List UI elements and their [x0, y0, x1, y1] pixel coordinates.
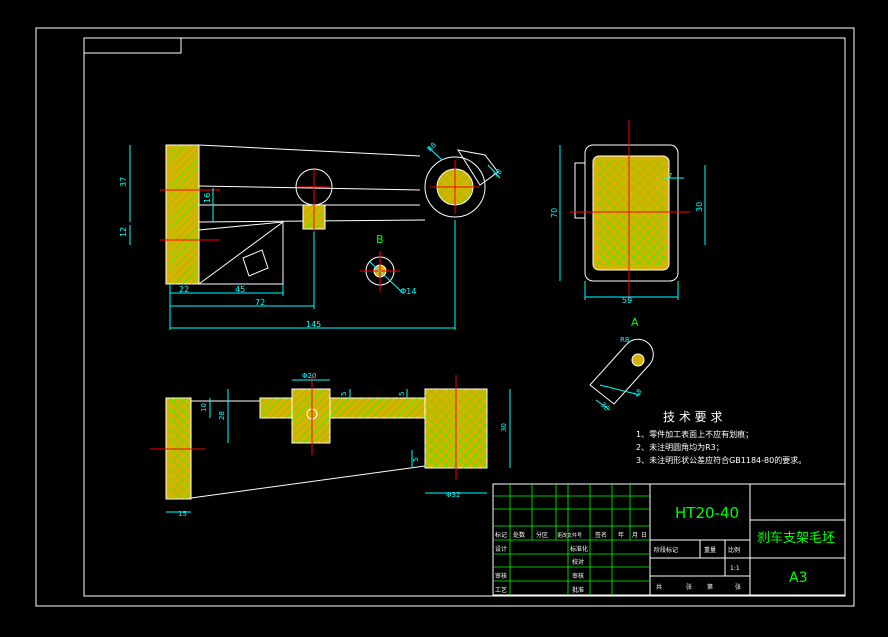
- side-view: [559, 120, 706, 300]
- dim-phi14: Φ14: [400, 287, 416, 296]
- title-block: [492, 483, 846, 596]
- tb-weight: 重量: [704, 546, 716, 554]
- dim-12: 12: [119, 227, 128, 237]
- dim-18-a: 18: [632, 387, 644, 399]
- tb-month: 月: [632, 532, 638, 539]
- dim-15: 15: [178, 510, 187, 518]
- dim-16: 16: [203, 193, 212, 203]
- tb-design: 设计: [495, 545, 507, 553]
- dim-18: 18: [492, 167, 504, 179]
- dim-45: 45: [235, 285, 245, 294]
- tech-title: 技 术 要 求: [663, 410, 722, 424]
- dim-30-front: 30: [500, 423, 508, 432]
- dim-22: 22: [179, 285, 189, 294]
- dim-70: 70: [550, 208, 559, 218]
- part-name: 刹车支架毛坯: [757, 530, 835, 546]
- tb-zone: 分区: [536, 531, 548, 539]
- tech-req-1: 1、零件加工表面上不应有划痕；: [636, 429, 753, 439]
- tb-standard: 标准化: [570, 545, 588, 553]
- tech-req-3: 3、未注明形状公差应符合GB1184-80的要求。: [636, 455, 806, 465]
- tb-mark: 标记: [495, 531, 507, 539]
- view-a-label: A: [631, 316, 639, 329]
- dim-72: 72: [255, 298, 265, 307]
- dim-145: 145: [306, 320, 321, 329]
- dim-5-c: 5: [412, 458, 420, 462]
- outer-border: [35, 27, 855, 607]
- dim-5-a: 5: [340, 392, 348, 396]
- dim-7: 7: [668, 172, 672, 180]
- tb-sign: 签名: [595, 531, 607, 539]
- tb-count: 处数: [513, 531, 525, 539]
- dim-r8-top: R8: [426, 141, 438, 153]
- dim-5-b: 5: [398, 392, 406, 396]
- part-code: HT20-40: [675, 504, 739, 522]
- code-box: [83, 37, 182, 54]
- dim-10: 10: [200, 403, 208, 412]
- dim-30-side: 30: [695, 202, 704, 212]
- tb-doc: 更改文件号: [557, 532, 582, 539]
- sheet-size: A3: [789, 570, 807, 586]
- dim-59: 59: [622, 296, 632, 305]
- inner-frame: [83, 37, 846, 597]
- dim-r8-a: R8: [620, 336, 629, 344]
- tb-page: 第: [707, 583, 713, 591]
- dim-28: 28: [218, 411, 226, 420]
- dim-phi32: Φ32: [446, 491, 460, 499]
- tb-scale-val: 1:1: [730, 565, 740, 572]
- tb-approve: 批准: [572, 586, 584, 594]
- tb-stage: 阶段标记: [654, 546, 678, 554]
- tb-process: 工艺: [495, 586, 507, 594]
- section-view: [150, 375, 511, 513]
- tb-total: 共: [656, 583, 662, 591]
- tb-checked: 审核: [495, 572, 507, 580]
- tb-review: 审核: [572, 572, 584, 580]
- view-a: [589, 338, 654, 411]
- main-view: [129, 144, 501, 330]
- tb-proofread: 校对: [572, 558, 584, 566]
- view-b-label: B: [376, 233, 384, 246]
- tech-req-2: 2、未注明圆角均为R3；: [636, 442, 724, 452]
- dim-37: 37: [119, 177, 128, 187]
- tb-scale: 比例: [728, 546, 740, 554]
- tb-sheets2: 张: [735, 583, 741, 591]
- tb-sheets: 张: [686, 583, 692, 591]
- tb-day: 日: [641, 532, 647, 539]
- dim-phi20: Φ20: [302, 372, 316, 380]
- tb-year: 年: [618, 531, 624, 539]
- view-b: [360, 251, 403, 293]
